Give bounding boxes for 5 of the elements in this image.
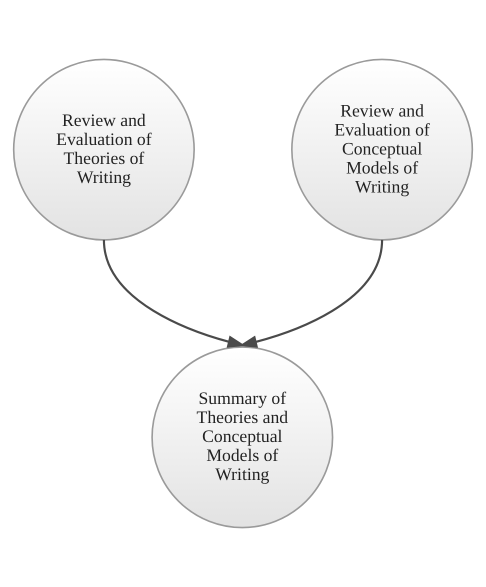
- node-circle: Review and Evaluation of Theories of Writing: [12, 58, 195, 241]
- arrow: [239, 240, 384, 348]
- arrow: [102, 240, 246, 348]
- node-circle: Summary of Theories and Conceptual Models of Writing: [151, 346, 334, 528]
- node-circle: Review and Evaluation of Conceptual Models of Writing: [291, 58, 474, 241]
